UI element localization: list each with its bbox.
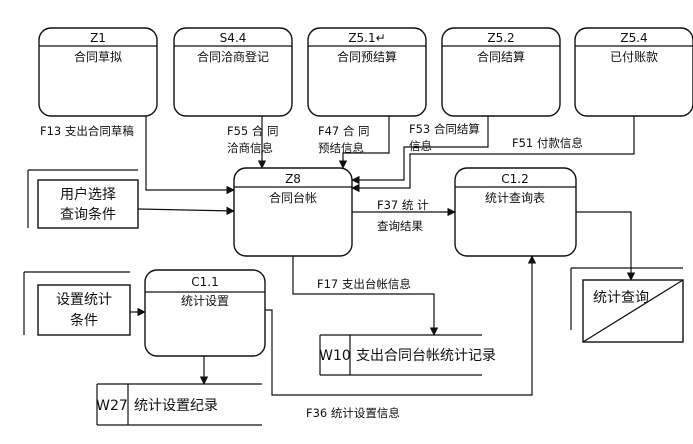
flow-f17: F17 支出台帐信息 xyxy=(292,256,439,336)
flow-f55: F55 合 同 洽商信息 xyxy=(227,116,279,169)
external-set-stat: 设置统计 条件 xyxy=(23,271,131,336)
external-stat-query-text: 统计查询 xyxy=(593,290,649,306)
flow-c12-to-stat-query xyxy=(576,211,636,281)
process-z1-id: Z1 xyxy=(90,31,106,45)
flow-f47: F47 合 同 预结信息 xyxy=(318,116,390,169)
store-w10-id: W10 xyxy=(319,348,351,364)
flow-f13-label: F13 支出合同草稿 xyxy=(40,124,134,138)
flow-f47-label-2: 预结信息 xyxy=(318,141,364,155)
process-c11-name: 统计设置 xyxy=(181,294,229,308)
process-z8: Z8 合同台帐 xyxy=(233,167,353,257)
flow-f51: F51 付款信息 xyxy=(351,116,635,193)
flow-f36-label: F36 统计设置信息 xyxy=(306,406,400,420)
process-z52-id: Z5.2 xyxy=(487,31,514,45)
external-user-query-line2: 查询条件 xyxy=(60,206,116,223)
external-user-query: 用户选择 查询条件 xyxy=(27,169,139,229)
flow-f37-label-2: 查询结果 xyxy=(377,219,423,233)
process-z51: Z5.1↵ 合同预结算 xyxy=(307,27,427,117)
process-c12: C1.2 统计查询表 xyxy=(454,167,577,257)
flow-f55-label-2: 洽商信息 xyxy=(227,141,273,155)
process-s44-id: S4.4 xyxy=(220,31,247,45)
flow-user-query xyxy=(137,206,235,216)
process-z52: Z5.2 合同结算 xyxy=(441,27,561,117)
process-z54-name: 已付账款 xyxy=(610,50,658,64)
process-z51-id: Z5.1↵ xyxy=(348,31,385,45)
process-z1: Z1 合同草拟 xyxy=(38,27,158,117)
flow-f51-label: F51 付款信息 xyxy=(512,136,583,150)
process-z54: Z5.4 已付账款 xyxy=(574,27,693,117)
flow-f53: F53 合同结算 信息 xyxy=(351,116,489,185)
process-s44-name: 合同洽商登记 xyxy=(197,49,269,64)
flow-f53-label-2: 信息 xyxy=(409,139,432,153)
flow-f17-label: F17 支出台帐信息 xyxy=(317,277,411,291)
flow-f47-label-1: F47 合 同 xyxy=(318,124,370,138)
flow-f55-label-1: F55 合 同 xyxy=(227,124,279,138)
process-z8-id: Z8 xyxy=(285,172,301,186)
store-w10-name: 支出合同台帐统计记录 xyxy=(356,348,496,364)
process-z54-id: Z5.4 xyxy=(620,31,647,45)
process-c11: C1.1 统计设置 xyxy=(144,269,266,357)
flow-f53-label-1: F53 合同结算 xyxy=(409,122,480,136)
process-c11-id: C1.1 xyxy=(191,275,218,289)
flow-f36: F36 统计设置信息 xyxy=(265,255,537,420)
store-w27-id: W27 xyxy=(96,398,128,414)
store-w10: W10 支出合同台帐统计记录 xyxy=(319,334,496,376)
external-set-stat-line1: 设置统计 xyxy=(56,292,112,308)
process-z8-name: 合同台帐 xyxy=(269,190,317,205)
process-s44: S4.4 合同洽商登记 xyxy=(173,27,293,117)
store-w27-name: 统计设置纪录 xyxy=(134,398,218,414)
store-w27: W27 统计设置纪录 xyxy=(96,383,262,426)
flow-f37: F37 统 计 查询结果 xyxy=(352,198,456,233)
flow-f37-label-1: F37 统 计 xyxy=(377,198,429,212)
external-stat-query: 统计查询 xyxy=(570,267,684,343)
process-z51-name: 合同预结算 xyxy=(337,49,397,64)
process-z1-name: 合同草拟 xyxy=(74,49,122,64)
process-c12-id: C1.2 xyxy=(501,172,528,186)
process-z52-name: 合同结算 xyxy=(477,49,525,64)
external-user-query-line1: 用户选择 xyxy=(60,186,116,203)
process-c12-name: 统计查询表 xyxy=(485,191,545,205)
flow-f13: F13 支出合同草稿 xyxy=(40,116,235,195)
external-set-stat-line2: 条件 xyxy=(70,312,98,329)
